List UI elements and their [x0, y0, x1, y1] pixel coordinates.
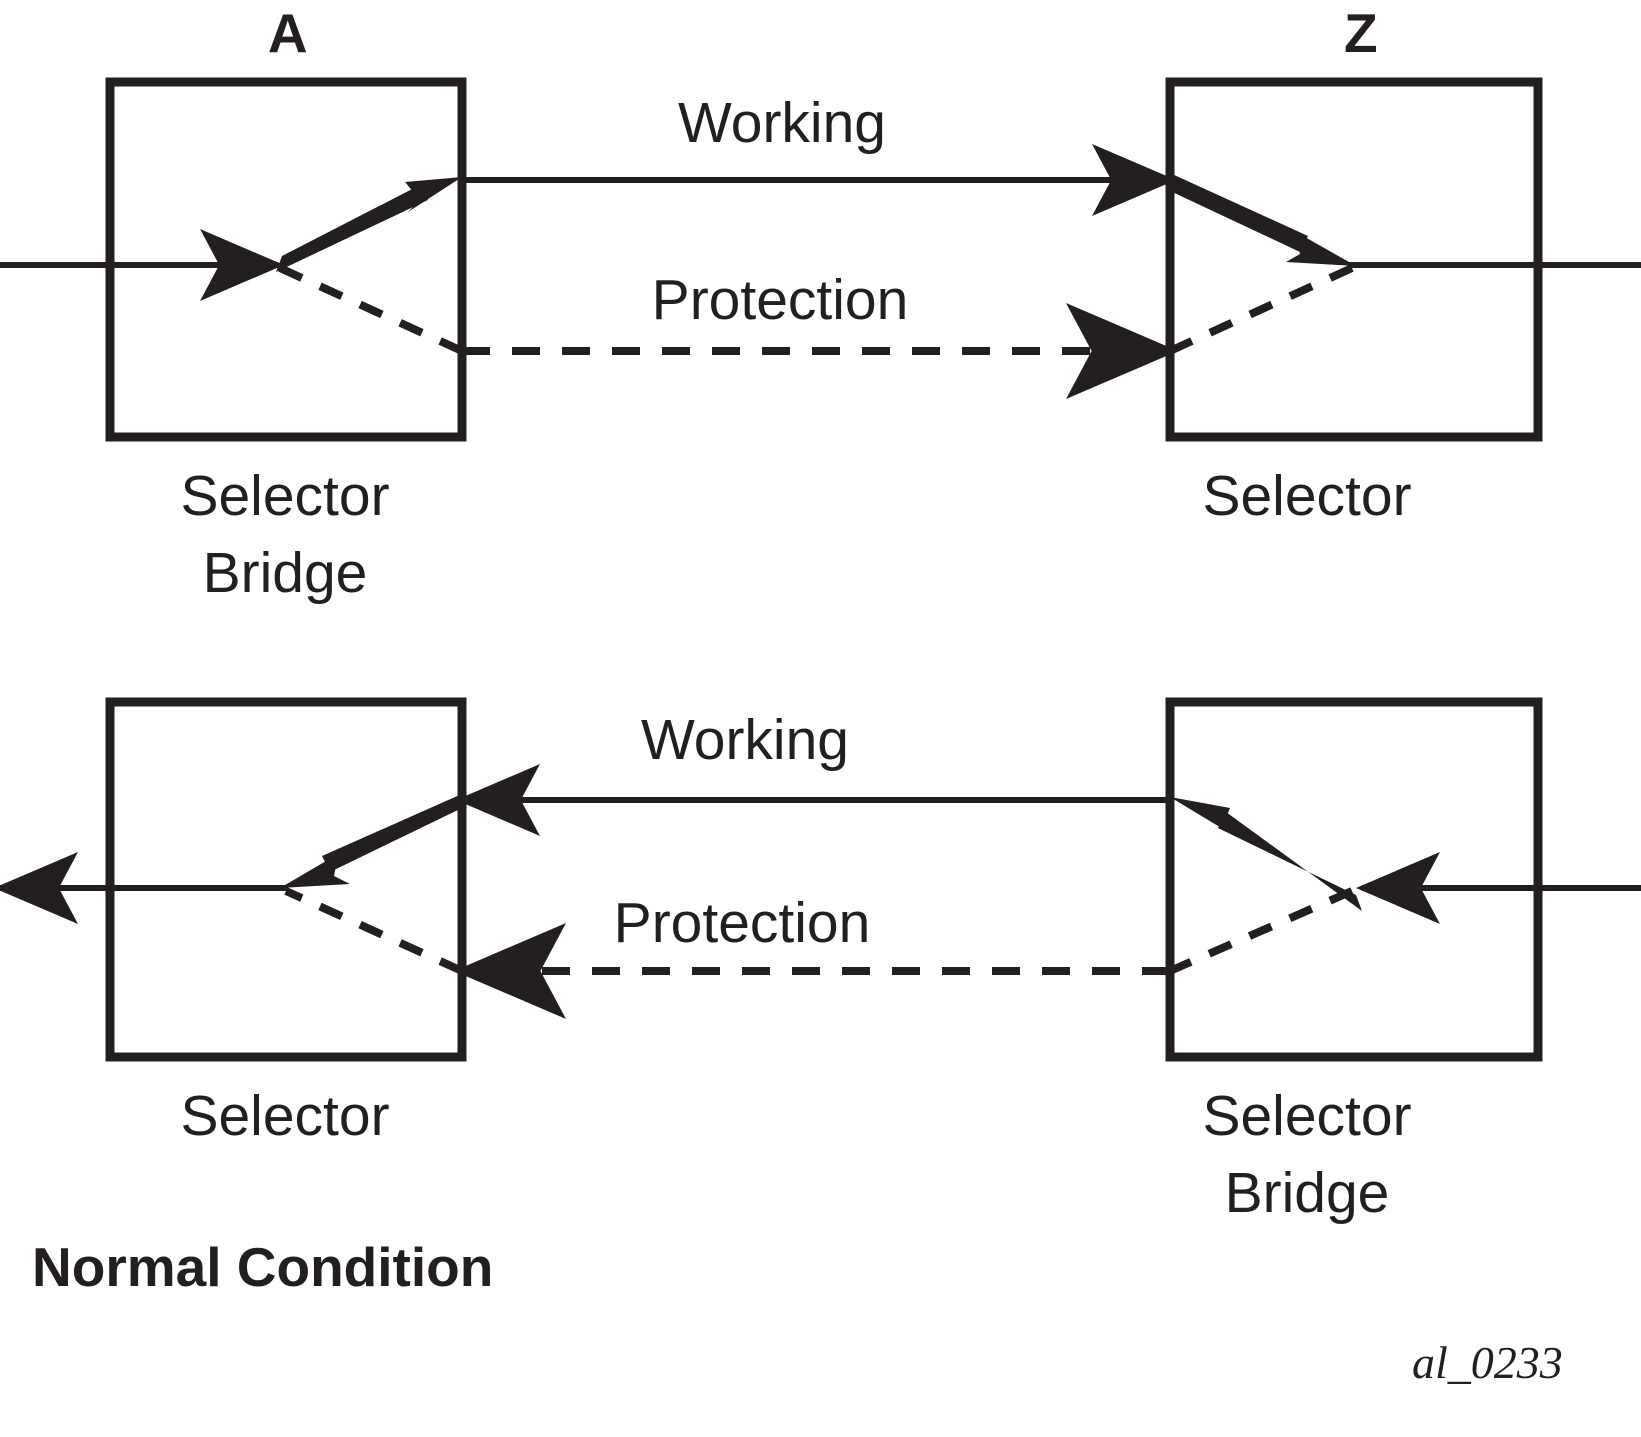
bottom-working-label: Working	[640, 708, 850, 772]
selector-arm-a-head	[405, 177, 462, 212]
selector-inactive-arm-a	[278, 264, 464, 355]
top-protection-label: Protection	[651, 268, 909, 332]
selector-arm-z	[1168, 174, 1356, 266]
caption-bottom-left-line1: Selector	[180, 1084, 390, 1148]
selector-inactive-arm-z	[1168, 264, 1354, 355]
caption-a-line1: Selector	[180, 464, 390, 528]
selector-inactive-arm-bl	[284, 887, 464, 975]
top-row-group	[0, 77, 1641, 442]
selector-arm-bl-shaft	[322, 793, 464, 872]
selector-arm-a-shaft	[276, 185, 428, 272]
figure-title: Normal Condition	[32, 1236, 494, 1298]
selector-arm-z-head	[1286, 232, 1356, 266]
bottom-row-group	[0, 697, 1641, 1062]
selector-inactive-arm-br	[1168, 887, 1354, 975]
node-box-a	[105, 77, 467, 442]
node-box-z	[1165, 77, 1543, 442]
bottom-protection-label: Protection	[613, 891, 871, 955]
top-working-label: Working	[677, 91, 887, 155]
node-label-z: Z	[1343, 2, 1379, 64]
caption-bottom-right-line2: Bridge	[1224, 1161, 1390, 1225]
caption-bottom-right-line1: Selector	[1202, 1084, 1412, 1148]
selector-arm-br-shaft	[1218, 812, 1362, 911]
selector-arm-br-head	[1170, 797, 1238, 838]
selector-arm-bottom-right	[1170, 797, 1362, 911]
caption-a-line2: Bridge	[202, 541, 368, 605]
caption-z-line1: Selector	[1202, 464, 1412, 528]
node-label-a: A	[267, 2, 309, 64]
node-box-bottom-right	[1165, 697, 1543, 1062]
selector-arm-bottom-left	[280, 793, 464, 888]
selector-arm-bl-head	[280, 854, 350, 888]
figure-watermark: al_0233	[1412, 1337, 1563, 1388]
node-box-bottom-left	[105, 697, 467, 1062]
selector-arm-a	[276, 177, 462, 272]
selector-arm-z-shaft	[1168, 174, 1308, 252]
